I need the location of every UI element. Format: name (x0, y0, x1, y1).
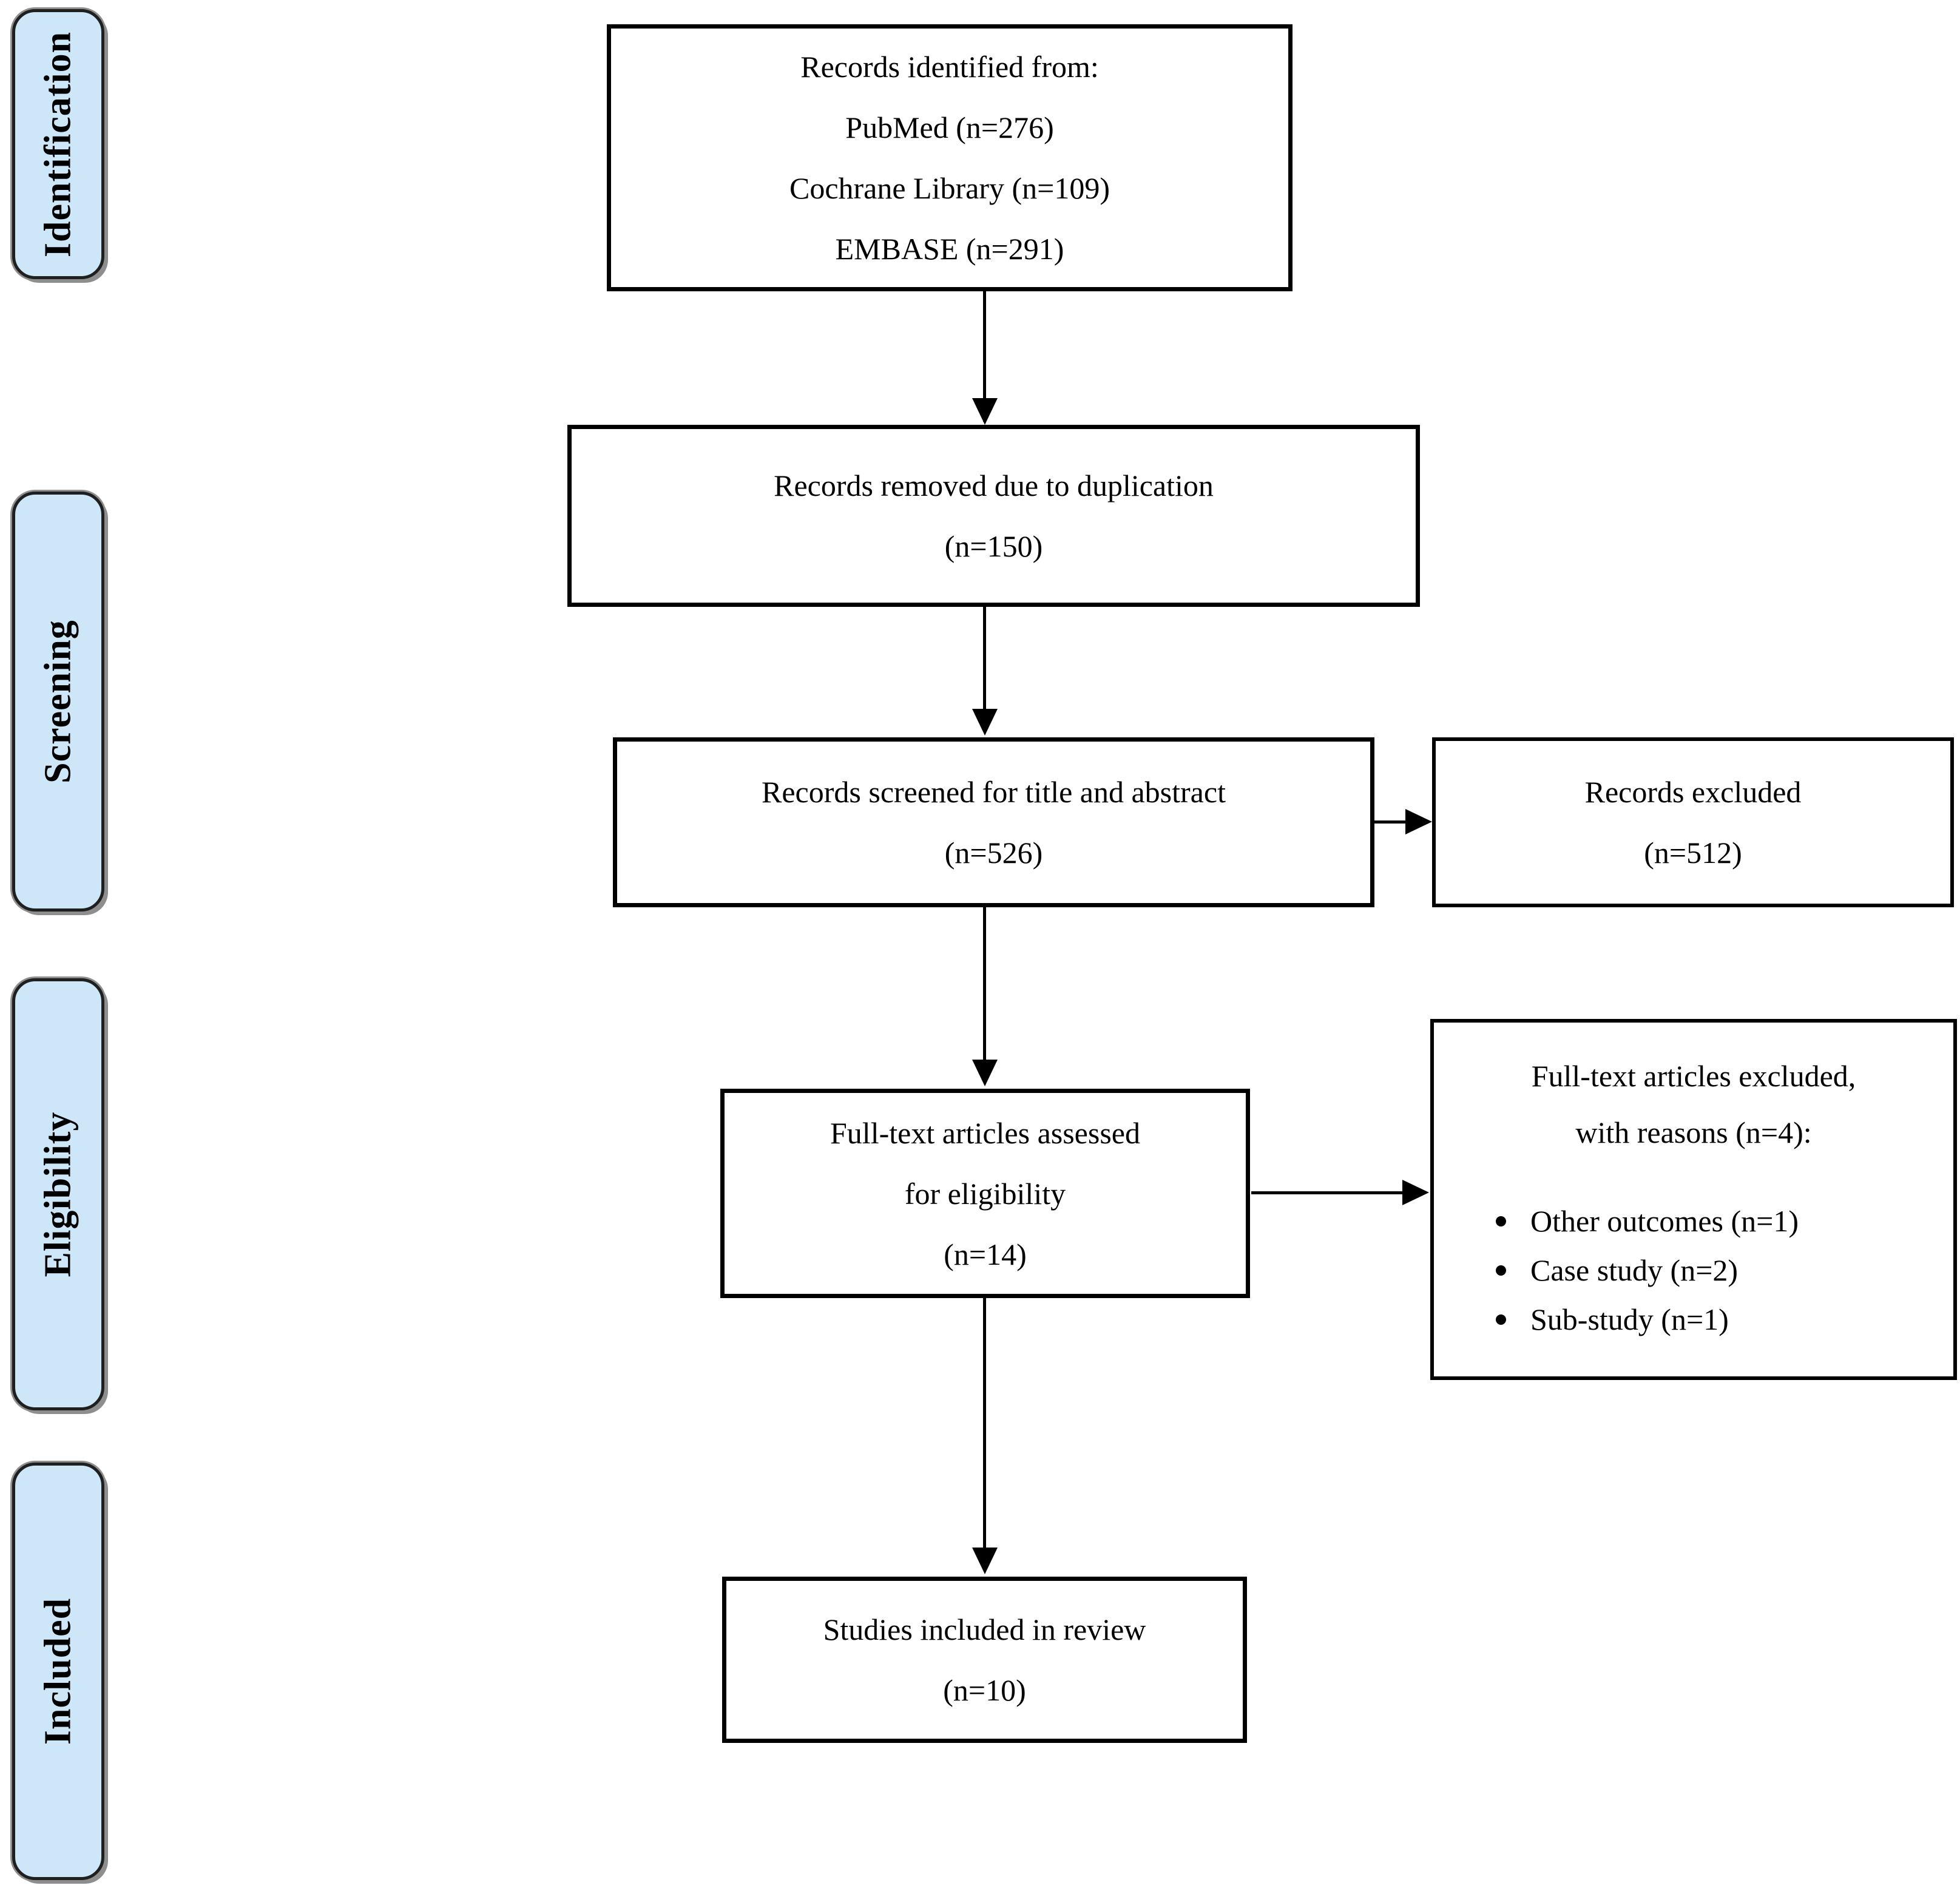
box-line: Records removed due to duplication (774, 469, 1214, 502)
box-line: (n=526) (944, 836, 1043, 870)
box-line: with reasons (n=4): (1575, 1115, 1812, 1149)
stage-label-text: Included (37, 1597, 79, 1745)
bullet-icon (1496, 1265, 1506, 1276)
arrow-duplicates-to-screened (983, 607, 986, 711)
box-line: Records identified from: (800, 50, 1099, 84)
box-records-screened: Records screened for title and abstract … (613, 737, 1374, 907)
arrow-identified-to-duplicates (983, 291, 986, 422)
arrowhead-right-icon (1402, 1180, 1429, 1205)
box-records-excluded: Records excluded (n=512) (1432, 737, 1954, 907)
box-line: (n=150) (944, 529, 1043, 563)
stage-label-screening: Screening (12, 492, 104, 912)
stage-label-eligibility: Eligibility (12, 978, 104, 1410)
box-line: PubMed (n=276) (845, 110, 1054, 144)
arrowhead-down-icon (972, 1060, 998, 1086)
box-fulltext-excluded: Full-text articles excluded, with reason… (1430, 1019, 1957, 1380)
stage-label-text: Screening (37, 620, 79, 783)
list-item-text: Sub-study (n=1) (1530, 1302, 1729, 1336)
list-item: Other outcomes (n=1) (1496, 1197, 1923, 1246)
stage-label-text: Identification (37, 31, 79, 257)
box-studies-included: Studies included in review (n=10) (722, 1577, 1247, 1743)
arrowhead-down-icon (972, 709, 998, 736)
box-records-identified: Records identified from: PubMed (n=276) … (607, 24, 1293, 291)
list-item-text: Case study (n=2) (1530, 1253, 1739, 1287)
stage-label-included: Included (12, 1463, 104, 1880)
bullet-icon (1496, 1216, 1506, 1226)
list-item: Sub-study (n=1) (1496, 1295, 1923, 1344)
bullet-icon (1496, 1314, 1506, 1325)
stage-label-identification: Identification (12, 9, 104, 279)
arrowhead-down-icon (972, 398, 998, 425)
arrow-fulltext-to-included (983, 1298, 986, 1550)
box-line: Cochrane Library (n=109) (789, 171, 1110, 205)
box-duplicates-removed: Records removed due to duplication (n=15… (567, 425, 1420, 607)
box-line: (n=10) (943, 1673, 1026, 1707)
box-line: for eligibility (904, 1176, 1066, 1211)
exclusion-reason-list: Other outcomes (n=1) Case study (n=2) Su… (1464, 1197, 1923, 1344)
stage-label-text: Eligibility (37, 1111, 79, 1277)
arrow-screened-to-excluded (1374, 820, 1408, 824)
box-line: EMBASE (n=291) (835, 232, 1064, 266)
arrow-screened-to-fulltext (983, 907, 986, 1062)
box-line: (n=14) (944, 1237, 1027, 1271)
box-line: Full-text articles assessed (830, 1115, 1140, 1150)
list-item: Case study (n=2) (1496, 1246, 1923, 1295)
arrow-fulltext-to-excluded (1251, 1191, 1405, 1194)
box-line: Records excluded (1584, 775, 1802, 809)
box-fulltext-assessed: Full-text articles assessed for eligibil… (720, 1089, 1250, 1298)
box-line: Records screened for title and abstract (762, 775, 1226, 809)
box-line: Studies included in review (823, 1612, 1146, 1646)
arrowhead-down-icon (972, 1548, 998, 1574)
arrowhead-right-icon (1405, 809, 1432, 834)
list-item-text: Other outcomes (n=1) (1530, 1204, 1799, 1238)
box-line: (n=512) (1644, 836, 1742, 870)
box-line: Full-text articles excluded, (1531, 1059, 1856, 1093)
